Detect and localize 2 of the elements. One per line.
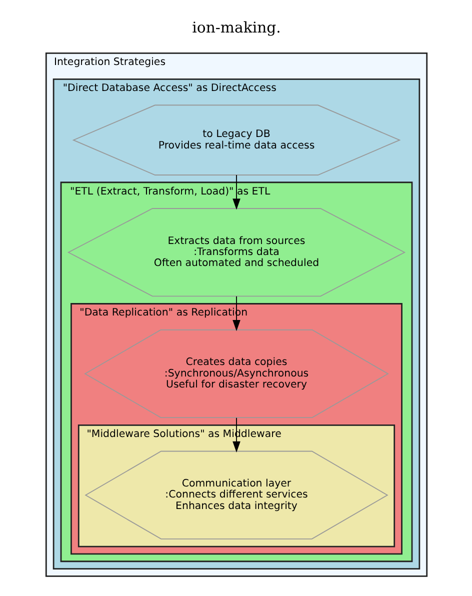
label: ion-making. [192,18,280,37]
arrow [232,174,240,210]
